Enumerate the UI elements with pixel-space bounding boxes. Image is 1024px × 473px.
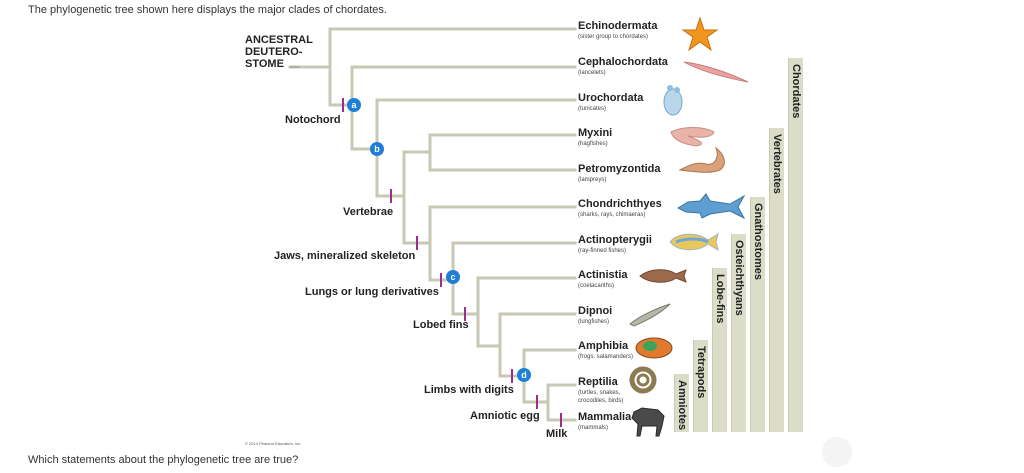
group-bar-gnathostomes: Gnathostomes [750, 197, 765, 432]
trait-limbs-digits: Limbs with digits [424, 384, 514, 396]
trait-milk: Milk [546, 428, 568, 440]
lungfish-icon [629, 303, 671, 327]
group-label: Gnathostomes [752, 203, 764, 281]
group-label: Osteichthyans [733, 240, 745, 316]
taxon-name: Urochordata [578, 92, 644, 104]
taxon-name: Myxini [578, 127, 613, 139]
taxon-amphibia: Amphibia (frogs, salamanders) [578, 340, 633, 361]
lamprey-icon [678, 146, 725, 173]
taxon-common: (tunicates) [578, 106, 607, 112]
taxon-chondrichthyes: Chondrichthyes (sharks, rays, chimaeras) [578, 198, 662, 219]
ancestral-line: ANCESTRAL [245, 34, 313, 46]
taxon-name: Actinistia [578, 269, 628, 281]
taxon-cephalochordata: Cephalochordata (lancelets) [578, 56, 668, 77]
taxon-name: Dipnoi [578, 305, 613, 317]
node-marker-d: d [517, 368, 531, 382]
intro-text: The phylogenetic tree shown here display… [28, 4, 387, 16]
wildebeest-icon [631, 407, 665, 437]
taxon-name: Cephalochordata [578, 56, 668, 68]
taxon-name: Chondrichthyes [578, 198, 662, 210]
taxon-dipnoi: Dipnoi (lungfishes) [578, 305, 612, 326]
taxon-common: (ray-finned fishes) [578, 248, 627, 254]
group-label: Amniotes [676, 380, 688, 431]
taxon-name: Actinopterygii [578, 234, 652, 246]
group-bar-vertebrates: Vertebrates [769, 128, 784, 432]
group-bar-amniotes: Amniotes [674, 374, 689, 432]
taxon-common: (coelacanths) [578, 283, 615, 289]
node-marker-a: a [347, 98, 361, 112]
trait-vertebrae: Vertebrae [343, 206, 394, 218]
taxon-common: (turtles, snakes, [578, 390, 621, 396]
sea-star-icon [681, 16, 719, 52]
trait-notochord: Notochord [285, 114, 341, 126]
group-bar-tetrapods: Tetrapods [693, 340, 708, 432]
copyright-credit: © 2014 Pearson Education, Inc. [245, 441, 302, 446]
group-bar-chordates: Chordates [788, 58, 803, 432]
taxon-common-extra: crocodiles, birds) [578, 398, 624, 404]
trait-lungs: Lungs or lung derivatives [305, 286, 439, 298]
taxon-name: Mammalia [578, 411, 632, 423]
taxon-name: Petromyzontida [578, 163, 661, 175]
ancestral-line: DEUTERO- [245, 46, 303, 58]
taxon-echinodermata: Echinodermata (sister group to chordates… [578, 20, 657, 41]
taxon-common: (mammals) [578, 425, 608, 431]
group-bar-osteichthyans: Osteichthyans [731, 234, 746, 432]
snake-icon [629, 366, 657, 394]
taxon-myxini: Myxini (hagfishes) [578, 127, 612, 148]
trait-amniotic-egg: Amniotic egg [470, 410, 540, 422]
hagfish-icon [670, 127, 715, 147]
taxon-common: (lungfishes) [578, 319, 610, 325]
group-label: Vertebrates [771, 134, 783, 194]
trait-jaws: Jaws, mineralized skeleton [274, 250, 416, 262]
ray-finned-fish-icon [669, 232, 719, 252]
taxon-name: Amphibia [578, 340, 629, 352]
taxon-name: Echinodermata [578, 20, 658, 32]
frog-icon [635, 337, 673, 359]
taxon-common: (lampreys) [578, 177, 607, 183]
group-label: Tetrapods [695, 346, 707, 399]
taxon-reptilia: Reptilia (turtles, snakes, crocodiles, b… [578, 376, 623, 405]
taxon-actinopterygii: Actinopterygii (ray-finned fishes) [578, 234, 652, 255]
coelacanth-icon [639, 269, 687, 283]
taxon-actinistia: Actinistia (coelacanths) [578, 269, 628, 290]
trait-lobed-fins: Lobed fins [413, 319, 469, 331]
taxon-name: Reptilia [578, 376, 618, 388]
decorative-circle [822, 437, 852, 467]
ancestral-line: STOME [245, 58, 284, 70]
taxon-common: (sister group to chordates) [578, 34, 649, 40]
taxon-urochordata: Urochordata (tunicates) [578, 92, 643, 113]
taxon-common: (sharks, rays, chimaeras) [578, 212, 646, 218]
question-text: Which statements about the phylogenetic … [28, 454, 299, 466]
tunicate-icon [663, 85, 683, 116]
node-marker-b: b [370, 142, 384, 156]
taxon-petromyzontida: Petromyzontida (lampreys) [578, 163, 661, 184]
taxon-common: (frogs, salamanders) [578, 354, 634, 360]
taxon-common: (lancelets) [578, 70, 606, 76]
lancelet-icon [683, 61, 749, 83]
node-marker-c: c [446, 270, 460, 284]
shark-icon [676, 193, 746, 220]
ancestral-deuterostome-label: ANCESTRAL DEUTERO- STOME [245, 34, 313, 70]
group-bar-lobe-fins: Lobe-fins [712, 268, 727, 432]
taxon-common: (hagfishes) [578, 141, 608, 147]
group-label: Lobe-fins [714, 274, 726, 324]
group-label: Chordates [790, 64, 802, 119]
taxon-mammalia: Mammalia (mammals) [578, 411, 631, 432]
